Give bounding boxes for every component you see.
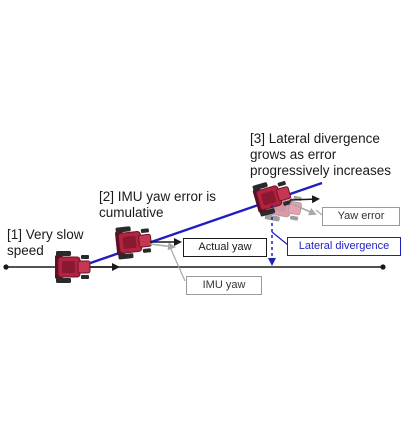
caption-step-3: [3] Lateral divergence grows as error pr… — [250, 131, 391, 179]
caption-step-3-line-3: progressively increases — [250, 163, 392, 178]
ground-line-start-dot — [3, 264, 9, 270]
imu-yaw-label: IMU yaw — [186, 276, 262, 295]
yaw-error-leader — [315, 209, 323, 216]
ground-line-end-dot — [380, 264, 386, 270]
yaw-error-label: Yaw error — [322, 207, 400, 226]
lateral-divergence-label: Lateral divergence — [287, 237, 401, 256]
caption-step-1-line-2: speed — [7, 243, 44, 258]
caption-step-3-line-2: grows as error — [250, 147, 337, 162]
caption-step-1: [1] Very slow speed — [7, 227, 84, 259]
caption-step-3-line-1: [3] Lateral divergence — [250, 131, 380, 146]
lateral-divergence-leader — [271, 231, 289, 246]
imu-yaw-leader — [169, 246, 186, 282]
tractor-2 — [113, 223, 154, 261]
tractor-3-actual-yaw-arrow — [289, 195, 320, 204]
caption-step-2-line-2: cumulative — [99, 205, 164, 220]
actual-yaw-label: Actual yaw — [183, 238, 267, 257]
caption-step-2-line-1: [2] IMU yaw error is — [99, 189, 217, 204]
tractor-2-imu-yaw-arrow — [149, 242, 176, 251]
caption-step-2: [2] IMU yaw error is cumulative — [99, 189, 216, 221]
caption-step-1-line-1: [1] Very slow — [7, 227, 84, 242]
tractor-3-imu-yaw-arrow — [289, 202, 317, 216]
